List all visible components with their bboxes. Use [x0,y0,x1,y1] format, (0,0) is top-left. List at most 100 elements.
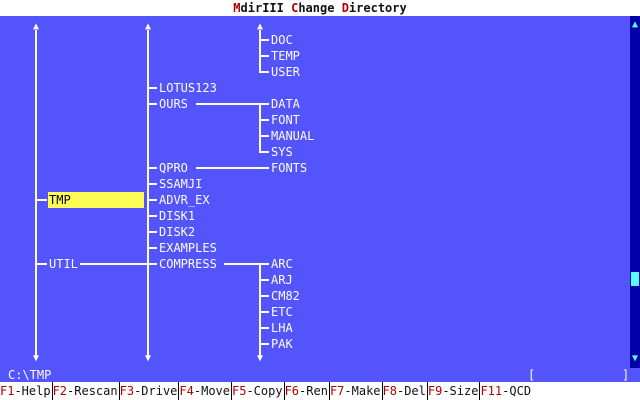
title-part: dirIII [240,1,292,15]
fkey-label: -Move [193,384,230,398]
dir-node[interactable]: COMPRESS [159,257,217,271]
fkey-key: F7 [329,384,345,398]
tree-line [259,119,269,121]
dir-node[interactable]: LHA [271,321,293,335]
fkey-make[interactable]: F7-Make [330,382,383,400]
fkey-label: -Del [396,384,426,398]
tree-line [259,311,269,313]
dir-node[interactable]: ARC [271,257,293,271]
tree-line [147,30,149,356]
dir-node[interactable]: DISK2 [159,225,196,239]
title-part: D [341,1,349,15]
tree-line [224,263,269,265]
scrollbar-thumb[interactable] [631,272,639,286]
tree-line [259,295,269,297]
fkey-key: F8 [382,384,397,398]
tree-line [259,151,269,153]
scrollbar-down-icon[interactable]: ▼ [631,353,639,364]
fkey-key: F11 [480,384,503,398]
dir-node[interactable]: SSAMJI [159,177,203,191]
current-path: C:\TMP [8,368,52,382]
scroll-up-arrow-icon: ▲ [144,21,152,32]
tree-line [259,343,269,345]
fkey-drive[interactable]: F3-Drive [120,382,180,400]
input-bracket-close: ] [622,368,630,382]
tree-line [259,279,269,281]
tree-line [196,103,269,105]
tree-line [37,199,47,201]
dir-node[interactable]: PAK [271,337,293,351]
scroll-up-arrow-icon: ▲ [32,21,40,32]
tree-line [259,103,261,153]
dir-node[interactable]: SYS [271,145,293,159]
tree-line [147,247,157,249]
tree-line [147,199,157,201]
dir-node[interactable]: ETC [271,305,293,319]
tree-line [147,87,157,89]
dir-node[interactable]: FONT [271,113,300,127]
tree-line [80,263,157,265]
tree-line [147,231,157,233]
tree-line [37,263,47,265]
title-part: C [291,1,299,15]
tree-line [196,167,269,169]
fkey-key: F9 [427,384,443,398]
fkey-help[interactable]: F1-Help [0,382,53,400]
fkey-label: -Size [442,384,479,398]
directory-tree: ▲ ▼ ▲ ▼ ▲ DOC TEMP USER LOTUS123 OURS DA… [0,16,640,368]
scroll-down-arrow-icon: ▼ [32,353,40,364]
dir-node[interactable]: ARJ [271,273,293,287]
fkey-ren[interactable]: F6-Ren [285,382,330,400]
fkey-label: -Make [344,384,381,398]
scrollbar-up-icon[interactable]: ▲ [631,19,639,30]
tree-line [147,103,157,105]
fkey-size[interactable]: F9-Size [428,382,481,400]
input-bracket-open: [ [528,368,536,382]
dir-node[interactable]: QPRO [159,161,188,175]
fkey-key: F3 [119,384,135,398]
fkey-del[interactable]: F8-Del [383,382,428,400]
dir-node[interactable]: EXAMPLES [159,241,217,255]
fkey-key: F2 [52,384,68,398]
dir-node[interactable]: DOC [271,33,293,47]
fkey-key: F5 [232,384,247,398]
tree-line [35,30,37,356]
dir-node[interactable]: TEMP [271,49,300,63]
dir-node[interactable]: FONTS [271,161,308,175]
dir-node[interactable]: UTIL [49,257,78,271]
tree-line [259,71,269,73]
scroll-down-arrow-icon: ▼ [256,353,264,364]
dir-node[interactable]: USER [271,65,300,79]
dir-node[interactable]: ADVR_EX [159,193,210,207]
title-bar: MdirIII Change Directory [0,0,640,16]
tree-line [259,263,261,356]
tree-line [147,167,157,169]
fkey-copy[interactable]: F5-Copy [232,382,285,400]
fkey-key: F1 [0,384,15,398]
dir-node[interactable]: MANUAL [271,129,315,143]
tree-line [259,135,269,137]
fkey-label: -Drive [134,384,178,398]
dir-node[interactable]: DATA [271,97,300,111]
tree-line [147,183,157,185]
tree-line [147,215,157,217]
dir-node[interactable]: OURS [159,97,188,111]
fkey-label: -Help [14,384,51,398]
fkey-key: F4 [179,384,194,398]
fkey-rescan[interactable]: F2-Rescan [53,382,120,400]
scroll-down-arrow-icon: ▼ [144,353,152,364]
fkey-qcd[interactable]: F11-QCD [480,382,532,400]
fkey-label: -Ren [299,384,328,398]
fkey-label: -Rescan [67,384,118,398]
dir-node[interactable]: DISK1 [159,209,196,223]
vertical-scrollbar[interactable]: ▲ ▼ [630,16,640,368]
title-part: M [233,1,241,15]
fkey-move[interactable]: F4-Move [179,382,232,400]
dir-node-selected[interactable]: TMP [48,192,144,208]
scroll-up-arrow-icon: ▲ [256,21,264,32]
fkey-label: -QCD [502,384,532,398]
dir-node[interactable]: CM82 [271,289,300,303]
dir-node[interactable]: LOTUS123 [159,81,217,95]
status-bar: C:\TMP [ ] [0,368,640,382]
